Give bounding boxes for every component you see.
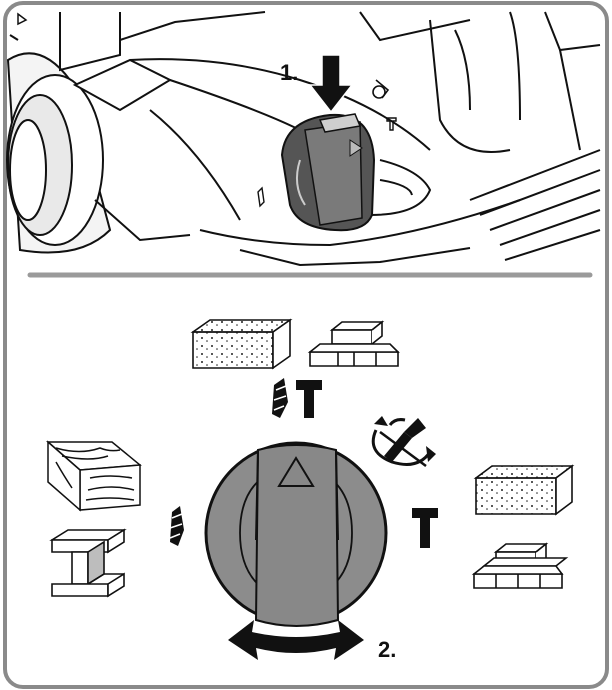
top-concrete-block-icon — [190, 318, 293, 370]
outer-frame — [3, 1, 609, 689]
top-brick-wall-icon — [307, 320, 400, 367]
selector-knob-closeup[interactable] — [280, 113, 376, 232]
knob-triangle-icon — [349, 139, 363, 157]
chisel-rotate-lock-icon — [371, 416, 436, 468]
right-concrete-block-icon — [473, 464, 575, 516]
rotate-arrow-icon — [228, 620, 364, 660]
step-1-label: 1. — [280, 60, 298, 85]
housing-drill-mark-icon — [257, 186, 265, 208]
tool-closeup-illustration: 1. — [6, 11, 601, 267]
housing-chisel-mark-icon — [372, 79, 390, 99]
left-steel-beam-icon — [49, 528, 127, 598]
dial-triangle-icon — [277, 456, 315, 487]
housing-lines — [9, 11, 601, 267]
dial-grip[interactable] — [254, 444, 340, 627]
right-brick-wall-icon — [471, 542, 569, 589]
hammer-mode-icon — [412, 508, 438, 548]
housing-hammer-mark-icon — [386, 117, 397, 131]
left-wood-icon — [46, 440, 142, 512]
drill-hammer-mode-icon — [272, 378, 322, 418]
corner-marker-icon — [17, 12, 28, 26]
step-2-label: 2. — [378, 637, 396, 662]
drill-mode-icon — [169, 506, 184, 546]
chuck-illustration — [6, 52, 191, 254]
mode-selector-dial[interactable] — [204, 441, 388, 627]
press-down-arrow-icon — [308, 54, 354, 114]
